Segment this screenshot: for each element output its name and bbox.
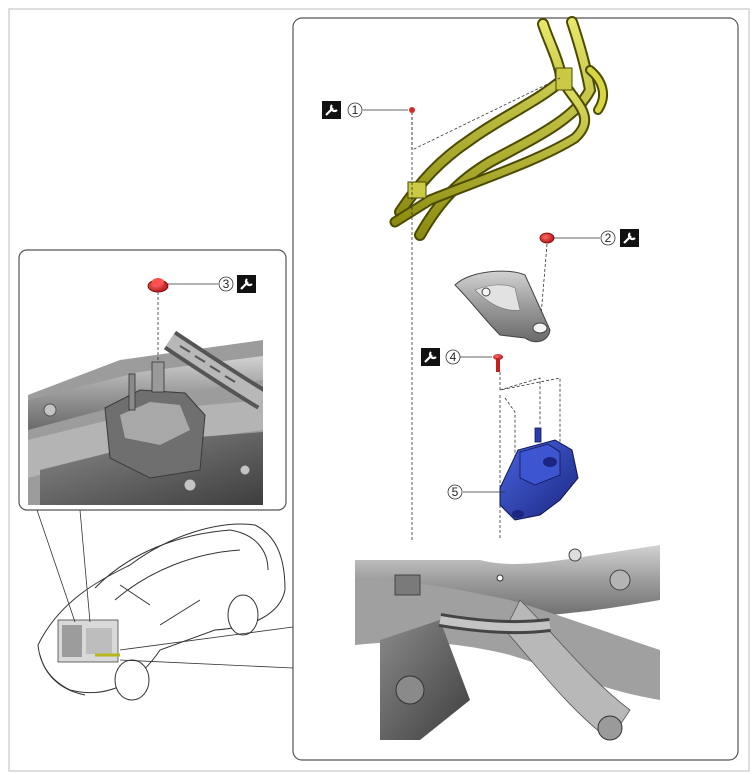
wrench-icon bbox=[237, 275, 256, 293]
nut-2 bbox=[539, 232, 555, 244]
callout-2: 2 bbox=[600, 230, 616, 246]
bolt-1 bbox=[409, 107, 415, 113]
inset-engine-mount-photo bbox=[28, 325, 263, 505]
svg-text:3: 3 bbox=[223, 277, 230, 291]
wrench-icon bbox=[322, 101, 341, 119]
mount-bracket bbox=[454, 270, 551, 343]
vehicle-engine-bay bbox=[57, 619, 120, 663]
callout-1: 1 bbox=[347, 102, 363, 118]
svg-text:5: 5 bbox=[452, 485, 459, 499]
callout-5: 5 bbox=[447, 484, 463, 500]
subframe-photo bbox=[355, 540, 660, 750]
wrench-icon bbox=[421, 348, 440, 366]
connector-lines bbox=[36, 509, 294, 669]
callout-4: 4 bbox=[445, 349, 461, 365]
wrench-icon bbox=[620, 229, 639, 247]
callout-3: 3 bbox=[218, 276, 234, 292]
nut-3 bbox=[147, 278, 169, 293]
svg-text:1: 1 bbox=[352, 103, 359, 117]
svg-text:4: 4 bbox=[450, 350, 457, 364]
bolt-4 bbox=[493, 354, 503, 372]
svg-text:2: 2 bbox=[605, 231, 612, 245]
harness-pipe-assembly bbox=[389, 16, 609, 241]
engine-mount bbox=[499, 427, 579, 521]
